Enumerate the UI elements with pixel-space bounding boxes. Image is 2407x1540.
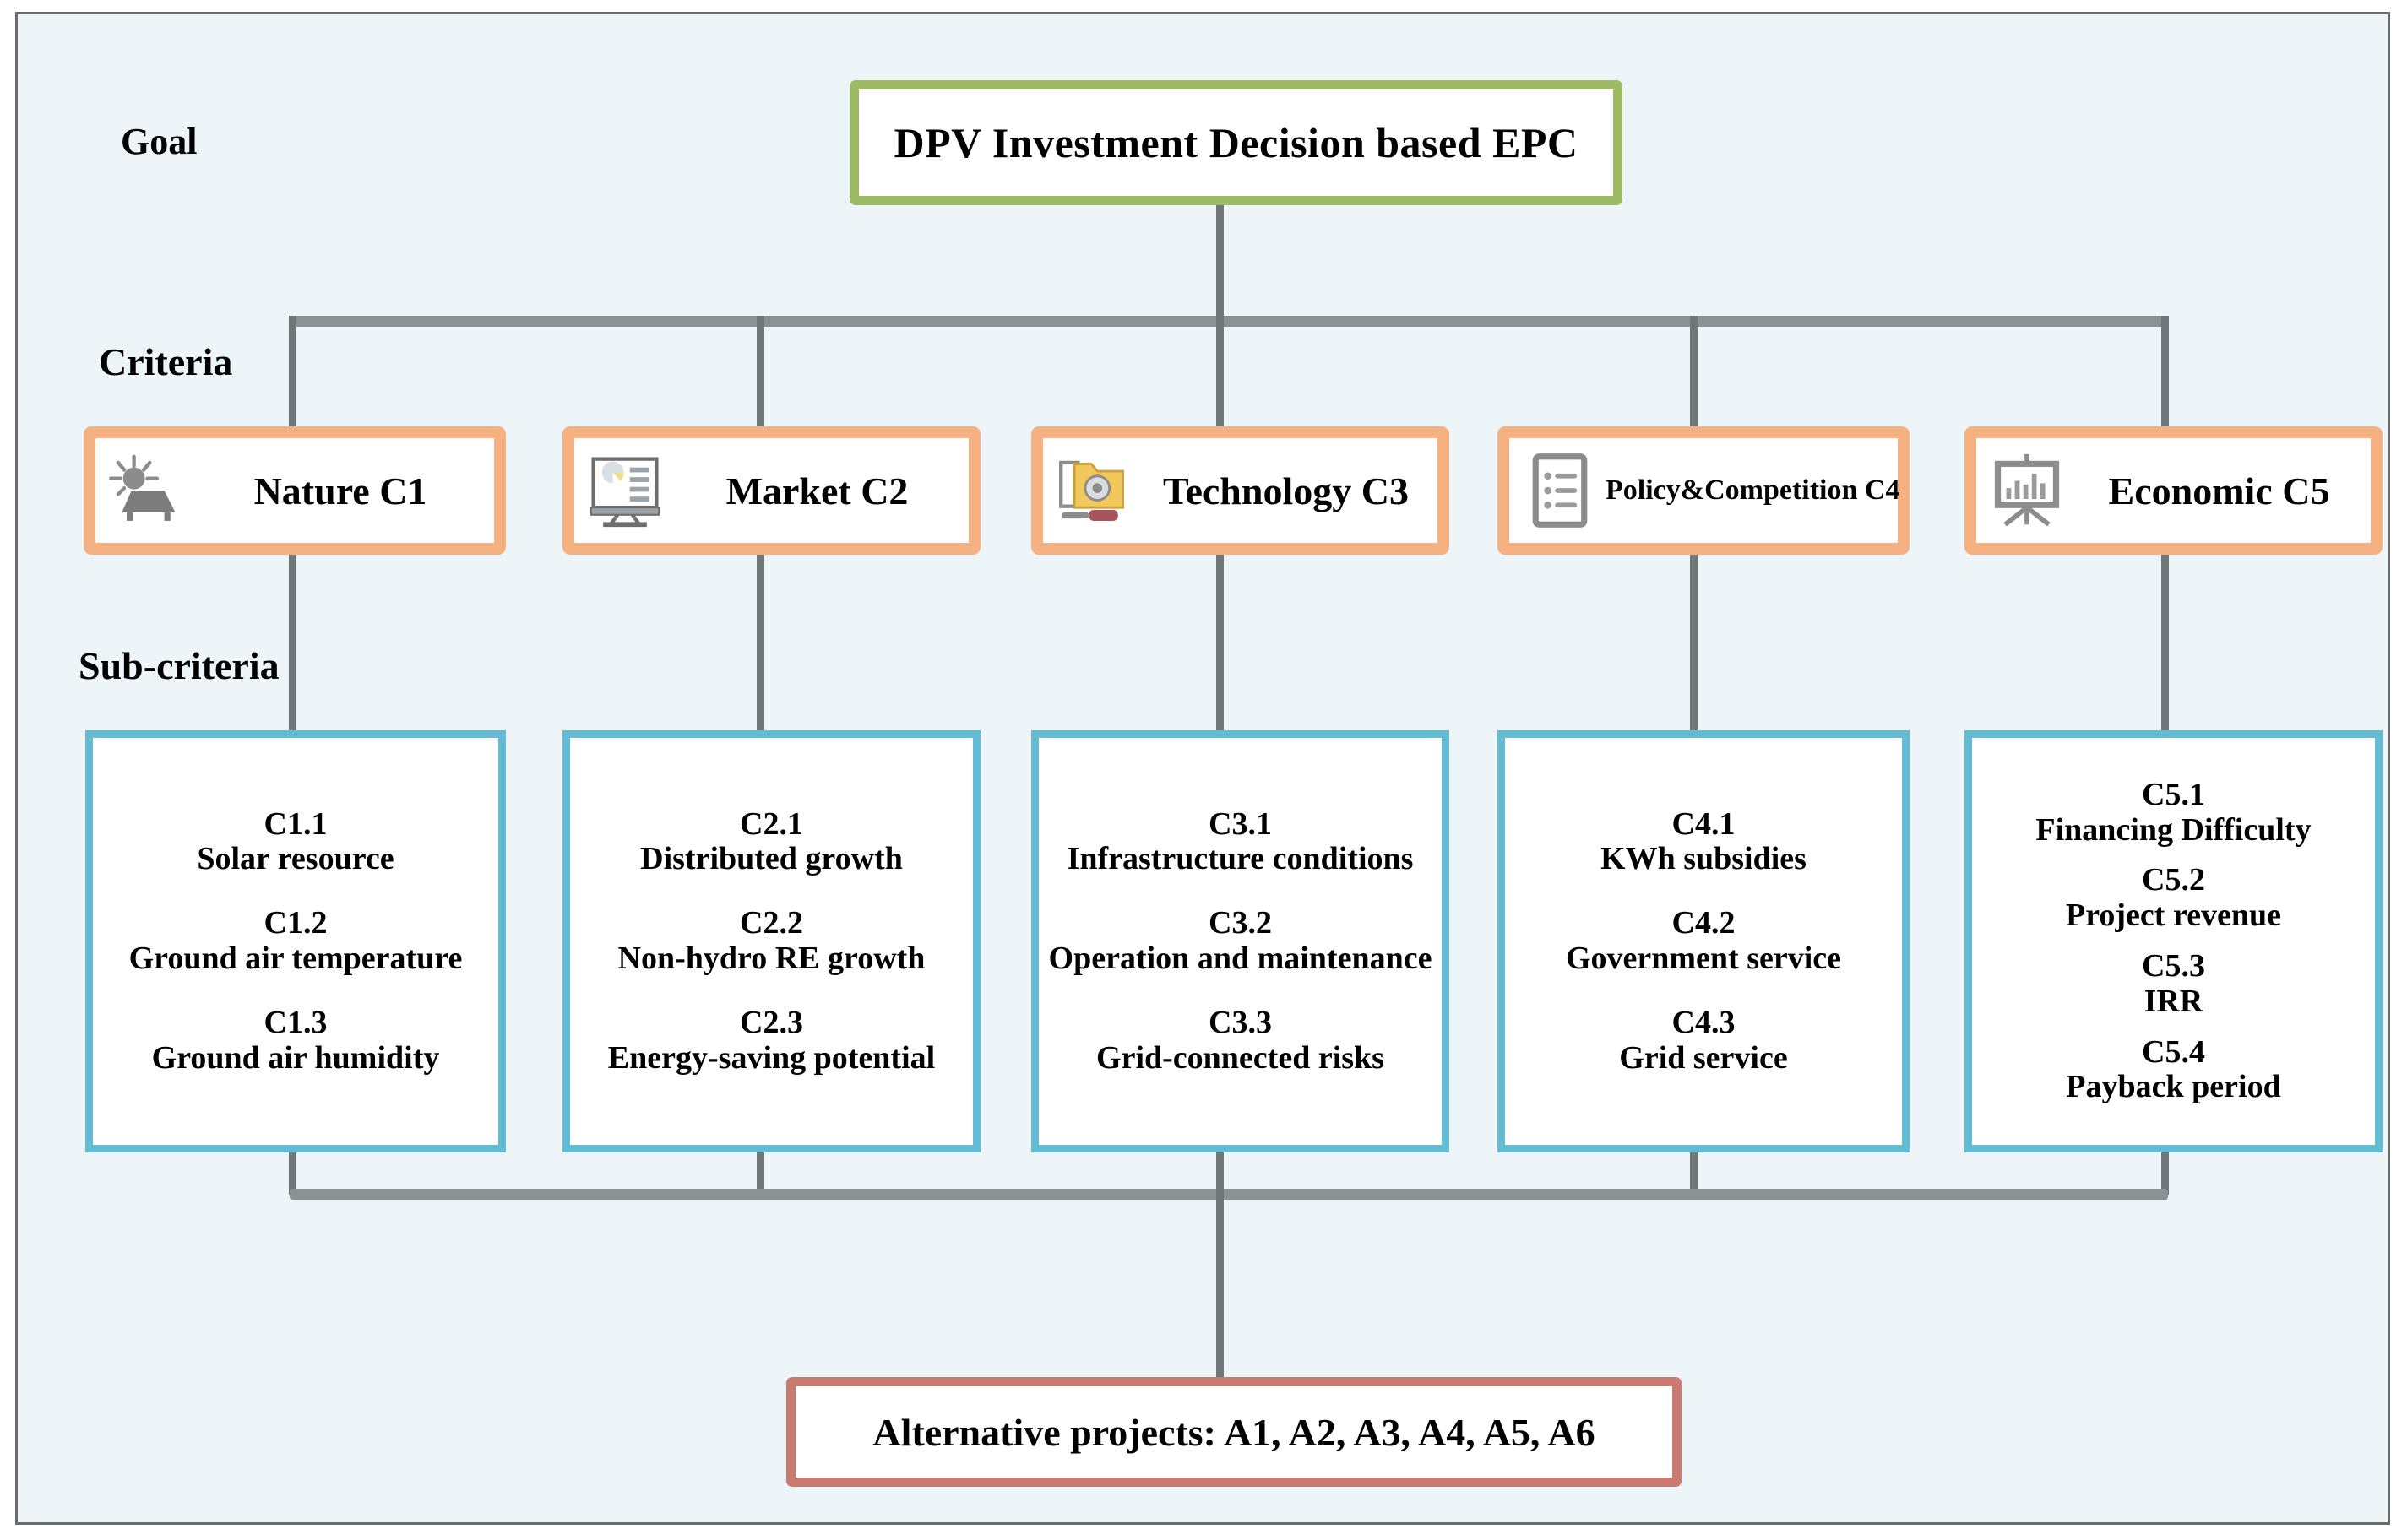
row-label-subcriteria: Sub-criteria: [79, 644, 280, 687]
subcriteria-code: C3.2: [1209, 905, 1272, 941]
subcriteria-item: C3.3 Grid-connected risks: [1096, 1004, 1384, 1076]
connector-alternatives-bus: [290, 1189, 2168, 1200]
subcriteria-code: C4.1: [1671, 805, 1736, 842]
row-label-criteria: Criteria: [99, 340, 233, 383]
subcriteria-name: Financing Difficulty: [2035, 811, 2312, 848]
criteria-label-c3: Technology C3: [1163, 469, 1409, 512]
subcriteria-node-c5[interactable]: C5.1 Financing Difficulty C5.2 Project r…: [1964, 730, 2383, 1152]
subcriteria-item: C2.1 Distributed growth: [640, 805, 903, 878]
alternatives-label: Alternative projects: A1, A2, A3, A4, A5…: [872, 1410, 1595, 1454]
subcriteria-name: Infrastructure conditions: [1067, 841, 1414, 877]
checklist-document-icon: [1519, 450, 1600, 531]
subcriteria-code: C1.2: [264, 905, 328, 941]
subcriteria-code: C1.1: [264, 805, 328, 842]
connector-drop-c5: [2161, 316, 2169, 438]
subcriteria-code: C1.3: [264, 1004, 328, 1040]
subcriteria-name: Government service: [1565, 941, 1842, 976]
subcriteria-item: C2.2 Non-hydro RE growth: [617, 905, 926, 977]
subcriteria-name: Solar resource: [197, 841, 394, 877]
connector-c1-to-sub: [289, 546, 296, 740]
criteria-label-c4: Policy&Competition C4: [1606, 474, 1900, 506]
subcriteria-name: IRR: [2143, 983, 2203, 1019]
subcriteria-item: C4.3 Grid service: [1619, 1004, 1788, 1076]
subcriteria-node-c2[interactable]: C2.1 Distributed growth C2.2 Non-hydro R…: [562, 730, 981, 1152]
subcriteria-code: C5.1: [2142, 776, 2205, 812]
connector-drop-c3: [1216, 316, 1224, 438]
connector-drop-c1: [289, 316, 296, 438]
subcriteria-node-c1[interactable]: C1.1 Solar resource C1.2 Ground air temp…: [85, 730, 506, 1152]
row-label-goal: Goal: [121, 121, 198, 162]
connector-c5-to-sub: [2161, 546, 2169, 740]
subcriteria-name: Ground air temperature: [128, 941, 463, 976]
subcriteria-name: Energy-saving potential: [607, 1039, 936, 1076]
criteria-label-c1: Nature C1: [253, 469, 427, 512]
subcriteria-code: C4.3: [1671, 1004, 1736, 1040]
subcriteria-item: C5.3 IRR: [2142, 948, 2205, 1020]
subcriteria-code: C2.2: [740, 905, 803, 941]
criteria-label-c5: Economic C5: [2108, 469, 2330, 512]
connector-sub-c2-down: [757, 1152, 764, 1195]
subcriteria-item: C3.2 Operation and maintenance: [1048, 905, 1432, 977]
subcriteria-name: Payback period: [2066, 1069, 2281, 1105]
easel-bar-chart-icon: [1986, 450, 2067, 531]
subcriteria-name: Operation and maintenance: [1048, 941, 1432, 976]
subcriteria-name: Distributed growth: [640, 841, 903, 877]
subcriteria-item: C1.3 Ground air humidity: [151, 1004, 440, 1076]
subcriteria-item: C5.4 Payback period: [2066, 1033, 2281, 1106]
subcriteria-node-c3[interactable]: C3.1 Infrastructure conditions C3.2 Oper…: [1031, 730, 1449, 1152]
subcriteria-node-c4[interactable]: C4.1 KWh subsidies C4.2 Government servi…: [1497, 730, 1910, 1152]
subcriteria-code: C2.3: [740, 1004, 803, 1040]
subcriteria-item: C5.1 Financing Difficulty: [2035, 776, 2312, 849]
connector-c3-to-sub: [1216, 546, 1224, 740]
subcriteria-item: C4.2 Government service: [1565, 905, 1842, 977]
connector-c2-to-sub: [757, 546, 764, 740]
subcriteria-item: C1.1 Solar resource: [197, 805, 394, 878]
alternatives-node[interactable]: Alternative projects: A1, A2, A3, A4, A5…: [786, 1377, 1682, 1487]
connector-c4-to-sub: [1690, 546, 1698, 740]
subcriteria-code: C4.2: [1671, 905, 1736, 941]
subcriteria-code: C3.1: [1209, 805, 1272, 842]
connector-alternatives-stem: [1216, 1189, 1224, 1387]
subcriteria-code: C5.3: [2142, 948, 2205, 984]
criteria-node-c1[interactable]: Nature C1: [84, 426, 506, 555]
connector-sub-c5-down: [2161, 1152, 2169, 1195]
connector-goal-stem: [1216, 196, 1224, 321]
subcriteria-item: C1.2 Ground air temperature: [128, 905, 463, 977]
subcriteria-name: Non-hydro RE growth: [617, 941, 926, 976]
folder-gear-screwdriver-icon: [1053, 450, 1134, 531]
connector-criteria-bus: [290, 316, 2168, 327]
connector-sub-c3-down: [1216, 1152, 1224, 1195]
subcriteria-code: C3.3: [1209, 1004, 1272, 1040]
connector-sub-c4-down: [1690, 1152, 1698, 1195]
criteria-label-c2: Market C2: [725, 469, 909, 512]
criteria-node-c2[interactable]: Market C2: [562, 426, 981, 555]
subcriteria-item: C2.3 Energy-saving potential: [607, 1004, 936, 1076]
criteria-node-c5[interactable]: Economic C5: [1964, 426, 2383, 555]
subcriteria-name: Ground air humidity: [151, 1039, 440, 1076]
subcriteria-name: KWh subsidies: [1600, 841, 1807, 877]
criteria-node-c4[interactable]: Policy&Competition C4: [1497, 426, 1910, 555]
criteria-node-c3[interactable]: Technology C3: [1031, 426, 1449, 555]
sun-solar-panel-icon: [106, 450, 187, 531]
subcriteria-item: C5.2 Project revenue: [2066, 863, 2281, 934]
subcriteria-name: Grid service: [1619, 1039, 1788, 1076]
subcriteria-code: C2.1: [740, 805, 803, 842]
diagram-canvas: Goal Criteria Sub-criteria DPV Investmen…: [15, 12, 2390, 1525]
subcriteria-item: C4.1 KWh subsidies: [1600, 805, 1807, 878]
goal-title: DPV Investment Decision based EPC: [894, 119, 1578, 166]
subcriteria-code: C5.4: [2142, 1033, 2205, 1070]
subcriteria-item: C3.1 Infrastructure conditions: [1067, 805, 1414, 878]
connector-sub-c1-down: [289, 1152, 296, 1195]
connector-drop-c4: [1690, 316, 1698, 438]
goal-node[interactable]: DPV Investment Decision based EPC: [850, 80, 1622, 205]
subcriteria-name: Project revenue: [2066, 897, 2281, 934]
monitor-pie-chart-icon: [584, 450, 666, 531]
connector-drop-c2: [757, 316, 764, 438]
subcriteria-code: C5.2: [2142, 862, 2205, 898]
subcriteria-name: Grid-connected risks: [1096, 1039, 1384, 1076]
